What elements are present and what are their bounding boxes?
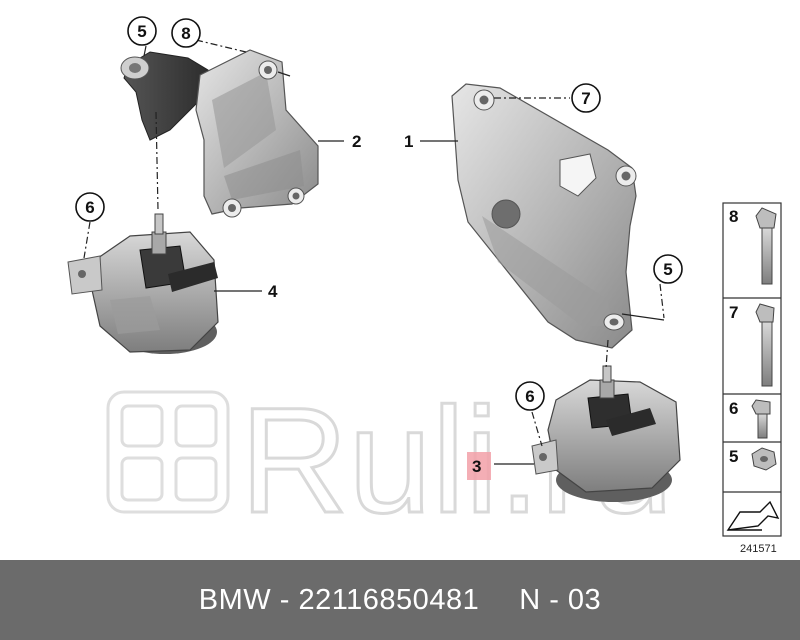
- callout-2: 2: [352, 132, 361, 151]
- svg-text:6: 6: [85, 198, 94, 217]
- callout-6-left: 6: [75, 192, 105, 222]
- svg-text:6: 6: [525, 387, 534, 406]
- callout-6-right: 6: [515, 381, 545, 411]
- parts-diagram: Ruli.ru: [67, 16, 782, 555]
- callout-7: 7: [571, 83, 601, 113]
- footer-position: N - 03: [519, 583, 602, 616]
- svg-text:8: 8: [181, 24, 190, 43]
- bracket-1: [451, 83, 637, 349]
- svg-text:3: 3: [472, 457, 481, 476]
- footer-part-number: BMW - 22116850481: [198, 583, 480, 616]
- engine-mount-4: [67, 213, 219, 354]
- callout-3-highlighted: 3: [467, 452, 491, 480]
- fastener-bolt-8: 8: [729, 207, 777, 285]
- svg-text:5: 5: [137, 22, 146, 41]
- callout-5-top: 5: [127, 16, 157, 46]
- callout-4: 4: [268, 282, 278, 301]
- fastener-bolt-7: 7: [729, 303, 775, 387]
- leader-lines: [83, 39, 665, 465]
- svg-text:6: 6: [729, 399, 738, 418]
- svg-text:5: 5: [663, 260, 672, 279]
- callout-1: 1: [404, 132, 413, 151]
- footer-bar: BMW - 22116850481 N - 03: [0, 560, 800, 640]
- bracket-2: [120, 49, 319, 218]
- svg-text:5: 5: [729, 447, 738, 466]
- fastener-panel: 8 7 6 5: [722, 202, 782, 537]
- fastener-nut-5: 5: [729, 447, 777, 471]
- svg-text:8: 8: [729, 207, 738, 226]
- reference-number: 241571: [740, 543, 777, 555]
- engine-mount-3: [531, 365, 681, 502]
- arrow-symbol-icon: [726, 500, 780, 531]
- fastener-bolt-6: 6: [729, 399, 771, 439]
- svg-text:7: 7: [729, 303, 738, 322]
- callout-5-right: 5: [653, 254, 683, 284]
- callout-8: 8: [171, 18, 201, 48]
- svg-text:7: 7: [581, 89, 590, 108]
